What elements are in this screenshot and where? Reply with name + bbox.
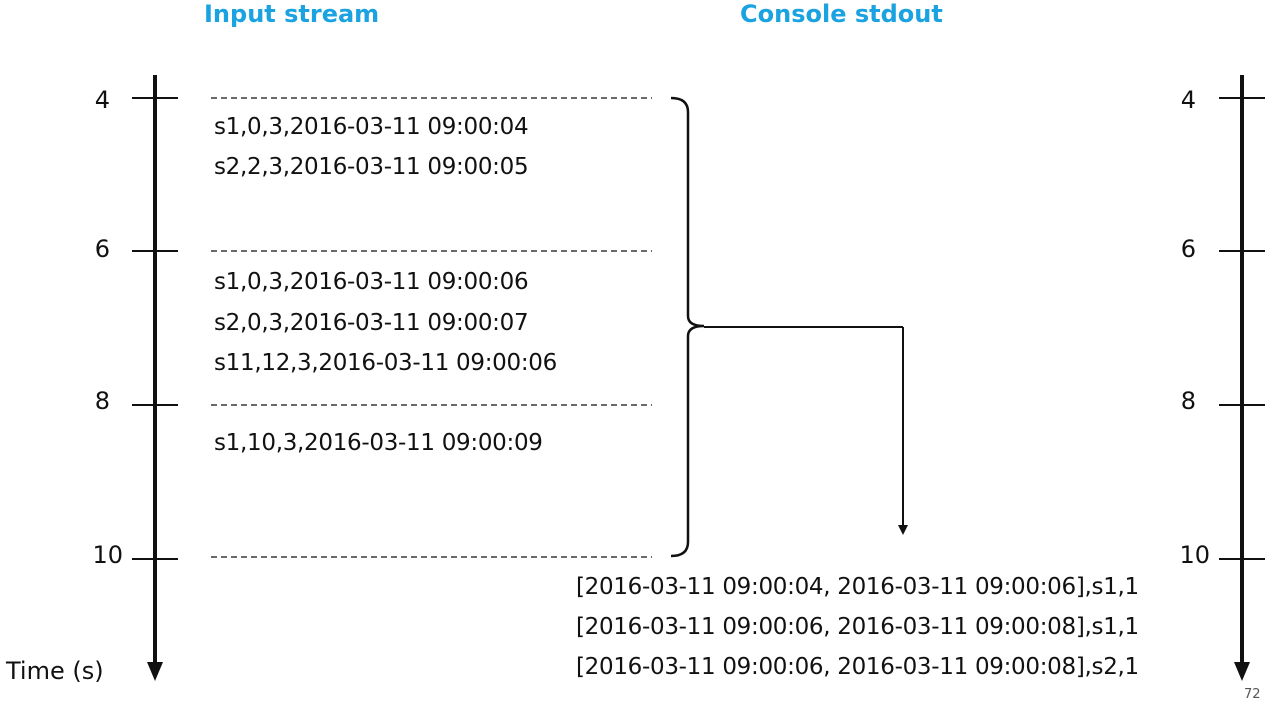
left-axis-arrowhead [147, 662, 163, 681]
right-tick-label-4: 4 [1180, 86, 1196, 114]
right-tick-label-10: 10 [1179, 541, 1210, 569]
left-tick-label-8: 8 [94, 387, 110, 415]
output-line: [2016-03-11 09:00:06, 2016-03-11 09:00:0… [576, 614, 1139, 640]
right-tick-label-8: 8 [1180, 387, 1196, 415]
window-bracket [670, 96, 705, 558]
connector-arrowhead [898, 525, 908, 535]
input-record: s1,0,3,2016-03-11 09:00:06 [214, 269, 529, 295]
console-stdout-header: Console stdout [740, 0, 943, 28]
input-record: s1,0,3,2016-03-11 09:00:04 [214, 114, 529, 140]
output-line: [2016-03-11 09:00:06, 2016-03-11 09:00:0… [576, 654, 1139, 680]
left-tick-label-6: 6 [94, 235, 110, 263]
right-tick-label-6: 6 [1180, 235, 1196, 263]
right-axis-arrowhead [1234, 662, 1250, 681]
input-stream-header: Input stream [204, 0, 380, 28]
input-record: s2,2,3,2016-03-11 09:00:05 [214, 154, 529, 180]
left-tick-label-4: 4 [94, 86, 110, 114]
page-number: 72 [1244, 687, 1261, 702]
input-record: s11,12,3,2016-03-11 09:00:06 [214, 350, 557, 376]
input-record: s2,0,3,2016-03-11 09:00:07 [214, 310, 529, 336]
left-tick-label-10: 10 [92, 541, 123, 569]
output-line: [2016-03-11 09:00:04, 2016-03-11 09:00:0… [576, 574, 1139, 600]
input-record: s1,10,3,2016-03-11 09:00:09 [214, 430, 543, 456]
time-axis-title: Time (s) [6, 657, 104, 685]
